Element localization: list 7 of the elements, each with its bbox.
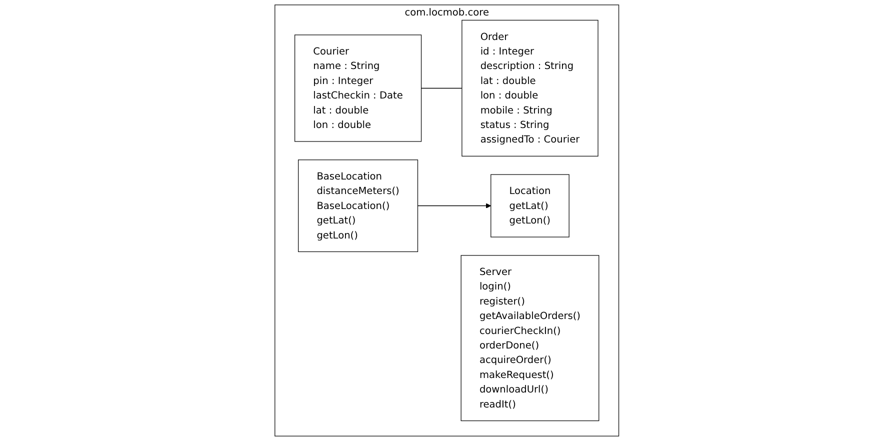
node-box: Location getLat() getLon() (490, 174, 570, 238)
node-box: Courier name : String pin : Integer lastCheckin : Date lat : double lon : double (294, 34, 422, 142)
node-box: Server login() register() getAvailableOrders() courierCheckIn() orderDone() acquireOrder() makeRequest() downloadUrl() readIt() (460, 255, 599, 422)
node-box: BaseLocation distanceMeters() BaseLocation() getLat() getLon() (298, 160, 418, 252)
node-box: Order id : Integer description : String lat : double lon : double mobile : String status : String assignedTo : Courier (461, 20, 598, 156)
arrow (417, 203, 491, 208)
connector (420, 88, 462, 89)
